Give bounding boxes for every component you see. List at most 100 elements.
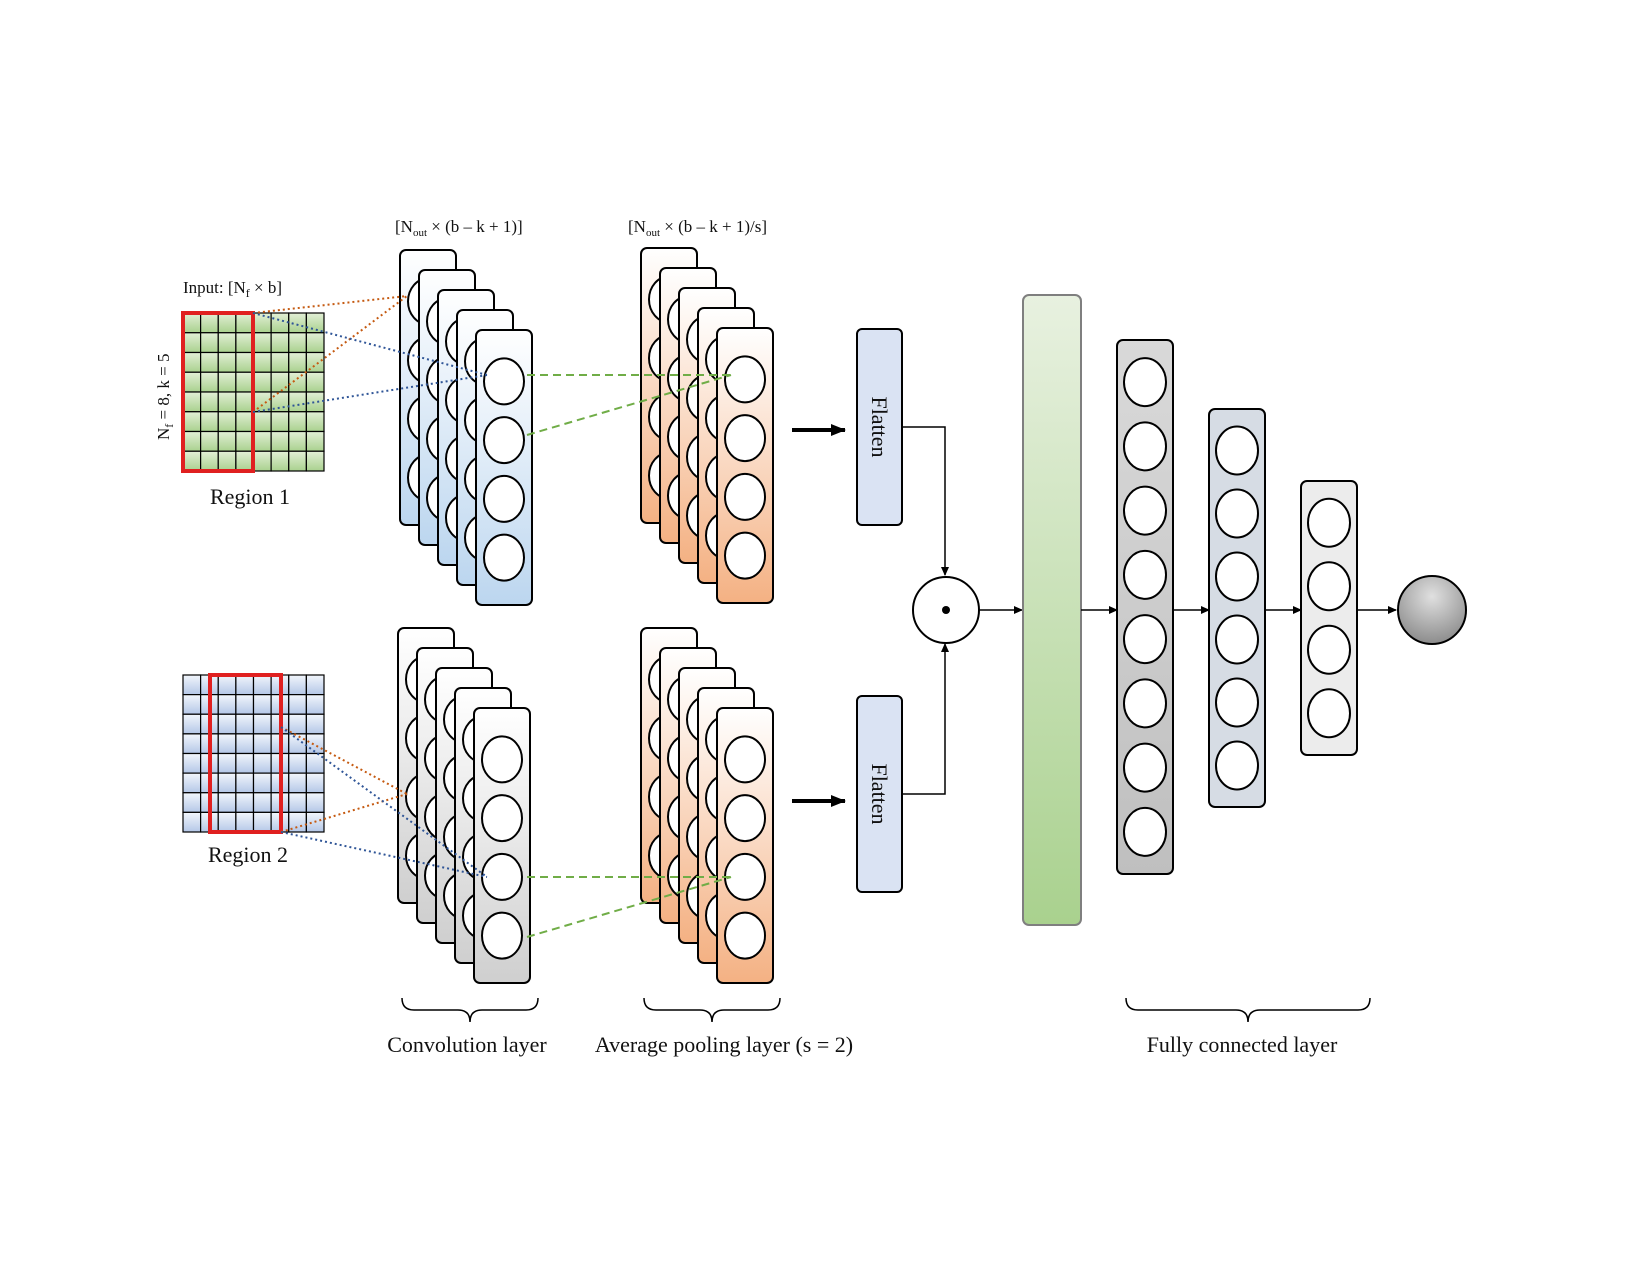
grid-cell bbox=[200, 312, 219, 334]
pool-shape-label: [Nout × (b – k + 1)/s] bbox=[628, 217, 767, 239]
grid-cell bbox=[182, 430, 202, 452]
link-orange bbox=[280, 793, 408, 833]
grid-cell bbox=[182, 411, 202, 433]
grid-cell bbox=[288, 430, 307, 452]
conv-stack-bottom bbox=[397, 627, 531, 984]
grid-cell bbox=[235, 792, 255, 813]
grid-cell bbox=[200, 411, 219, 433]
grid-cell bbox=[270, 430, 290, 452]
neuron bbox=[724, 414, 766, 463]
conv-shape-label: [Nout × (b – k + 1)] bbox=[395, 217, 523, 239]
grid-cell bbox=[305, 371, 325, 393]
link-blue bbox=[280, 831, 488, 878]
grid-cell bbox=[235, 733, 255, 755]
input-dimension-label: Input: [Nf × b] bbox=[183, 278, 282, 300]
grid-cell bbox=[217, 391, 237, 413]
neuron bbox=[1307, 624, 1351, 675]
neuron bbox=[481, 852, 523, 901]
neuron bbox=[481, 911, 523, 960]
neuron bbox=[1123, 806, 1167, 857]
neuron bbox=[1123, 549, 1167, 600]
conv-stack-top bbox=[399, 249, 533, 606]
neuron bbox=[481, 794, 523, 843]
grid-cell bbox=[288, 411, 307, 433]
grid-cell bbox=[252, 752, 272, 774]
grid-cell bbox=[288, 772, 307, 794]
grid-cell bbox=[235, 713, 255, 735]
grid-cell bbox=[252, 792, 272, 813]
flatten-box-bottom: Flatten bbox=[856, 695, 903, 893]
grid-cell bbox=[252, 694, 272, 715]
neuron bbox=[1123, 421, 1167, 472]
grid-cell bbox=[182, 312, 202, 334]
neuron bbox=[1215, 614, 1259, 665]
grid-cell bbox=[200, 351, 219, 373]
neuron bbox=[724, 472, 766, 521]
grid-cell bbox=[217, 752, 237, 774]
neuron bbox=[724, 735, 766, 784]
flatten-to-merge-bottom bbox=[902, 643, 949, 795]
grid-cell bbox=[288, 752, 307, 774]
grid-cell bbox=[235, 371, 255, 393]
neuron bbox=[1123, 614, 1167, 665]
fc-layer-panel bbox=[1116, 339, 1174, 875]
grid-cell bbox=[217, 351, 237, 373]
link-orange bbox=[252, 295, 408, 413]
grid-cell bbox=[288, 391, 307, 413]
grid-cell bbox=[252, 713, 272, 735]
grid-cell bbox=[217, 733, 237, 755]
grid-cell bbox=[217, 694, 237, 715]
grid-cell bbox=[217, 312, 237, 334]
neuron bbox=[724, 852, 766, 901]
grid-cell bbox=[252, 371, 272, 393]
fc-layer-panel bbox=[1300, 480, 1358, 756]
grid-cell bbox=[217, 792, 237, 813]
grid-cell bbox=[182, 694, 202, 715]
link-orange bbox=[280, 726, 408, 795]
grid-cell bbox=[235, 450, 255, 472]
neuron bbox=[724, 355, 766, 404]
grid-cell bbox=[305, 772, 325, 794]
grid-cell bbox=[217, 713, 237, 735]
fc-brace bbox=[1125, 997, 1371, 1023]
neuron bbox=[724, 911, 766, 960]
grid-cell bbox=[217, 772, 237, 794]
grid-cell bbox=[305, 332, 325, 354]
grid-cell bbox=[270, 371, 290, 393]
grid-cell bbox=[288, 792, 307, 813]
grid-cell bbox=[182, 391, 202, 413]
grid-cell bbox=[235, 411, 255, 433]
grid-cell bbox=[252, 312, 272, 334]
elementwise-product-node bbox=[912, 576, 980, 644]
merged-feature-bar bbox=[1022, 294, 1082, 926]
flatten-box-top: Flatten bbox=[856, 328, 903, 526]
grid-cell bbox=[252, 674, 272, 696]
neuron bbox=[483, 416, 525, 465]
grid-cell bbox=[252, 811, 272, 833]
grid-cell bbox=[252, 733, 272, 755]
flatten-label: Flatten bbox=[867, 763, 892, 824]
grid-cell bbox=[217, 811, 237, 833]
grid-cell bbox=[182, 450, 202, 472]
grid-cell bbox=[288, 713, 307, 735]
neuron bbox=[1307, 688, 1351, 739]
grid-cell bbox=[305, 312, 325, 334]
grid-cell bbox=[288, 674, 307, 696]
connectors bbox=[252, 295, 732, 938]
grid-cell bbox=[305, 792, 325, 813]
input-grid-region-1 bbox=[182, 312, 325, 472]
input-params-label: Nf = 8, k = 5 bbox=[154, 354, 176, 440]
grid-cell bbox=[235, 694, 255, 715]
grid-cell bbox=[217, 674, 237, 696]
grid-cell bbox=[270, 450, 290, 472]
neuron bbox=[1307, 561, 1351, 612]
neuron bbox=[1123, 485, 1167, 536]
grid-cell bbox=[235, 391, 255, 413]
fc-layer-caption: Fully connected layer bbox=[1147, 1032, 1338, 1057]
output-neuron bbox=[1397, 575, 1467, 645]
neuron bbox=[1215, 551, 1259, 602]
neuron bbox=[1123, 678, 1167, 729]
grid-cell bbox=[305, 713, 325, 735]
grid-cell bbox=[182, 713, 202, 735]
